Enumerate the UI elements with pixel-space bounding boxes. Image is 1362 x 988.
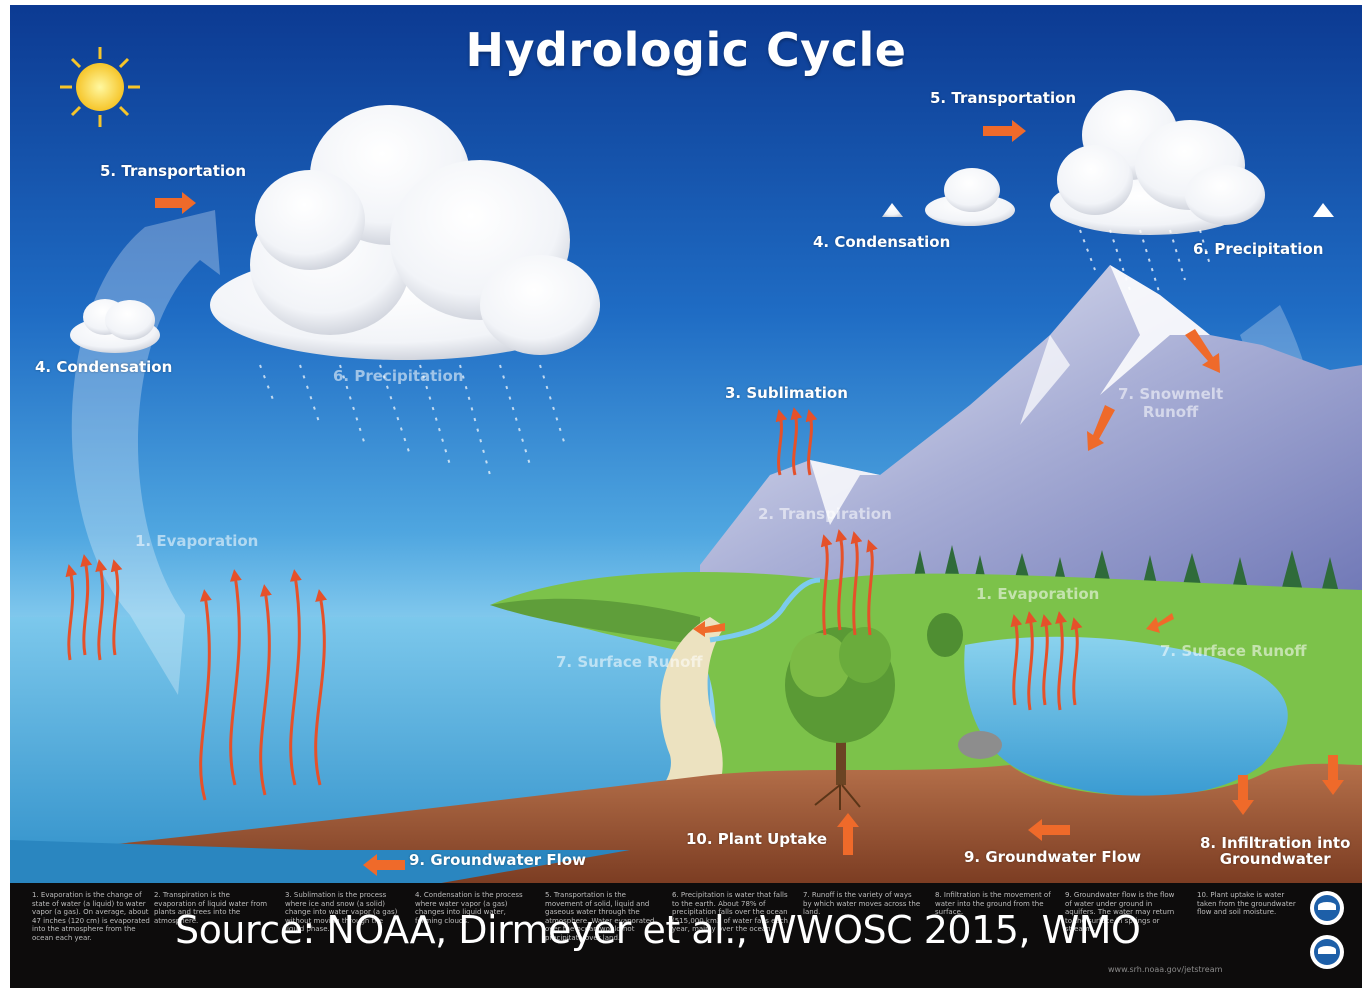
description-infiltration: 8. Infiltration is the movement of water… <box>935 891 1051 916</box>
diagram-title: Hydrologic Cycle <box>465 23 907 77</box>
plant-uptake-arrow <box>837 813 859 855</box>
transport-arrow-left <box>155 192 196 214</box>
label-snowmelt-runoff: 7. Snowmelt Runoff <box>1118 385 1223 421</box>
label-infiltration: 8. Infiltration into Groundwater <box>1200 835 1350 867</box>
description-runoff: 7. Runoff is the variety of ways by whic… <box>803 891 921 916</box>
transport-arrow-right <box>983 120 1026 142</box>
infiltration-arrow-1 <box>1232 775 1254 815</box>
noaa-logo-icon <box>1310 891 1344 925</box>
description-plant-uptake: 10. Plant uptake is water taken from the… <box>1197 891 1296 916</box>
bush <box>927 613 963 657</box>
label-transpiration: 2. Transpiration <box>758 505 892 523</box>
description-evaporation: 1. Evaporation is the change of state of… <box>32 891 150 942</box>
label-transportation-right: 5. Transportation <box>930 89 1077 107</box>
snowmelt-arrow-2 <box>1087 405 1115 451</box>
weather-service-logo-icon <box>1310 935 1344 969</box>
label-groundwater-flow-right: 9. Groundwater Flow <box>964 848 1141 866</box>
label-groundwater-flow-left: 9. Groundwater Flow <box>409 851 586 869</box>
groundwater-arrow-left <box>363 854 405 876</box>
label-precipitation-right: 6. Precipitation <box>1193 240 1324 258</box>
sublimation-arrows <box>775 407 818 476</box>
block-arrows <box>155 120 1344 876</box>
cloud-storm-right <box>1050 90 1265 235</box>
description-groundwater-flow: 9. Groundwater flow is the flow of water… <box>1065 891 1175 933</box>
label-evaporation-right: 1. Evaporation <box>976 585 1100 603</box>
cloud-large <box>210 105 600 360</box>
source-caption: Source: NOAA, Dirmeyer et al., WWOSC 201… <box>175 908 1141 952</box>
label-sublimation: 3. Sublimation <box>725 384 848 402</box>
sun-icon <box>60 47 140 127</box>
diagram-illustration <box>10 5 1362 885</box>
label-infiltration-line2: Groundwater <box>1219 850 1331 868</box>
description-transportation: 5. Transportation is the movement of sol… <box>545 891 655 942</box>
evaporation-arrows-lake <box>1010 611 1083 711</box>
tree <box>785 627 895 810</box>
description-sublimation: 3. Sublimation is the process where ice … <box>285 891 398 933</box>
label-condensation-left: 4. Condensation <box>35 358 173 376</box>
label-snowmelt-line1: 7. Snowmelt <box>1118 385 1224 403</box>
mountains <box>700 265 1362 605</box>
evaporation-arrows-ocean <box>65 554 328 801</box>
rain-right <box>1079 229 1211 296</box>
surface-runoff-arrow <box>693 621 725 637</box>
label-plant-uptake: 10. Plant Uptake <box>686 830 828 848</box>
rocks <box>958 731 1002 759</box>
label-surface-runoff-right: 7. Surface Runoff <box>1160 642 1307 660</box>
description-precipitation: 6. Precipitation is water that falls to … <box>672 891 788 933</box>
cloud-small-left <box>70 299 160 353</box>
label-transportation-left: 5. Transportation <box>100 162 247 180</box>
label-condensation-right: 4. Condensation <box>813 233 951 251</box>
hydrologic-cycle-diagram: Hydrologic Cycle 5. Transportation 5. Tr… <box>10 5 1362 988</box>
label-precipitation-left: 6. Precipitation <box>333 367 464 385</box>
rain-left <box>259 364 566 476</box>
snowmelt-arrow-1 <box>1185 329 1220 373</box>
label-snowmelt-line2: Runoff <box>1142 403 1199 421</box>
cloud-small-mid <box>882 168 1015 226</box>
river <box>709 577 821 643</box>
credit-url: www.srh.noaa.gov/jetstream <box>1108 965 1223 974</box>
transpiration-arrows <box>820 529 878 636</box>
label-evaporation-left: 1. Evaporation <box>135 532 259 550</box>
label-infiltration-line1: 8. Infiltration into <box>1200 834 1351 852</box>
description-condensation: 4. Condensation is the process where wat… <box>415 891 523 925</box>
label-surface-runoff-left: 7. Surface Runoff <box>556 653 703 671</box>
infiltration-arrow-2 <box>1322 755 1344 795</box>
surface-runoff-arrow-right <box>1146 613 1174 633</box>
groundwater-arrow-right <box>1028 819 1070 841</box>
description-transpiration: 2. Transpiration is the evaporation of l… <box>154 891 268 925</box>
description-panel: 1. Evaporation is the change of state of… <box>10 883 1362 988</box>
